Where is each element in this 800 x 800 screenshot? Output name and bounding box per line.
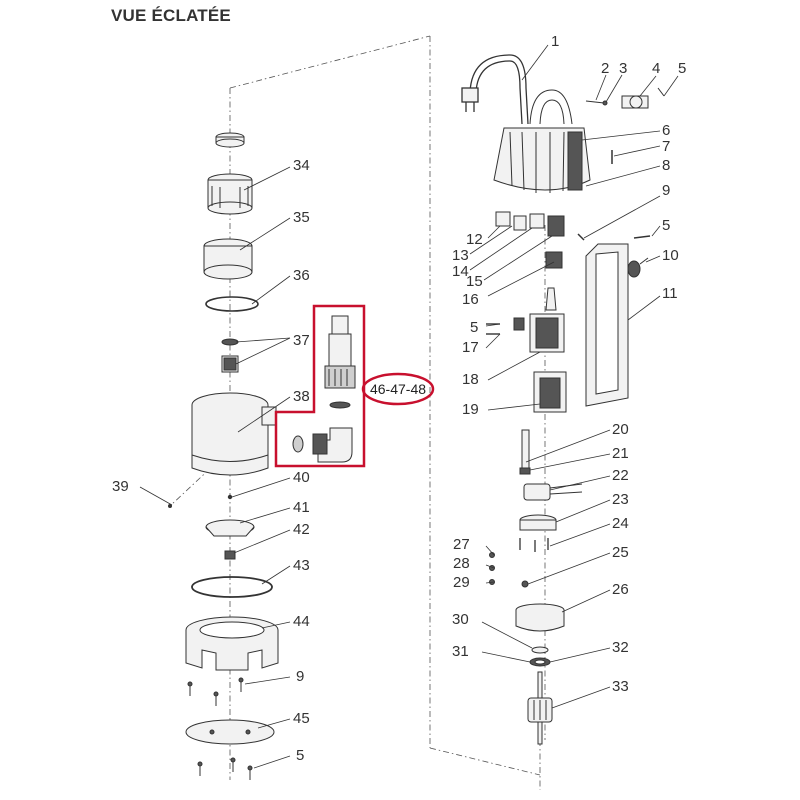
part-label-4: 4 — [652, 60, 660, 77]
part-label-11: 11 — [662, 285, 678, 302]
part-label-22: 22 — [612, 467, 629, 484]
part-9-pin — [577, 233, 585, 241]
part-27-29-small-pieces — [489, 552, 495, 585]
part-label-31: 31 — [452, 643, 469, 660]
part-label-21: 21 — [612, 445, 629, 462]
part-label-5-mid: 5 — [662, 217, 670, 234]
part-label-9-right: 9 — [662, 182, 670, 199]
part-41-impeller — [205, 519, 255, 537]
part-label-13: 13 — [452, 247, 469, 264]
part-label-26: 26 — [612, 581, 629, 598]
part-label-17: 17 — [462, 339, 479, 356]
part-label-7: 7 — [662, 138, 670, 155]
part-label-43: 43 — [293, 557, 310, 574]
part-42-nut — [224, 550, 236, 560]
part-33-rotor — [527, 671, 553, 745]
part-45-bottom-plate — [185, 719, 275, 745]
part-16-block — [545, 251, 563, 269]
part-label-33: 33 — [612, 678, 629, 695]
part-12-15-switch-parts — [495, 211, 565, 237]
part-label-35: 35 — [293, 209, 310, 226]
highlight-circle — [361, 372, 435, 406]
leader-lines — [139, 44, 679, 769]
page-title: VUE ÉCLATÉE — [111, 6, 231, 25]
part-number-labels: 34 35 36 37 38 39 40 41 42 43 44 9 45 5 … — [112, 33, 686, 764]
part-label-12: 12 — [466, 231, 483, 248]
part-9-screws — [187, 677, 244, 706]
part-10-knob — [627, 257, 649, 278]
part-label-39: 39 — [112, 478, 129, 495]
part-label-20: 20 — [612, 421, 629, 438]
part-36-o-ring — [205, 296, 259, 312]
part-38-pump-body — [191, 392, 277, 476]
part-label-18: 18 — [462, 371, 479, 388]
part-35-filter — [203, 238, 253, 280]
part-label-6: 6 — [662, 122, 670, 139]
part-label-30: 30 — [452, 611, 469, 628]
highlight-label: 46-47-48 — [370, 381, 426, 397]
part-label-3: 3 — [619, 60, 627, 77]
part-label-10: 10 — [662, 247, 679, 264]
part-label-14: 14 — [452, 263, 469, 280]
part-label-1: 1 — [551, 33, 559, 50]
part-25-washer — [521, 580, 529, 588]
part-34-coupling — [207, 173, 253, 215]
part-19-float — [533, 371, 567, 413]
part-40-screw — [227, 494, 233, 500]
part-label-44: 44 — [293, 613, 310, 630]
part-label-28: 28 — [453, 555, 470, 572]
part-label-36: 36 — [293, 267, 310, 284]
part-label-5-right: 5 — [470, 319, 478, 336]
part-label-42: 42 — [293, 521, 310, 538]
part-11-handle — [585, 243, 629, 407]
part-label-27: 27 — [453, 536, 470, 553]
highlight-outline — [274, 304, 366, 468]
part-37-valve — [221, 338, 239, 373]
part-label-38: 38 — [293, 388, 310, 405]
part-5-bottom-screws — [197, 757, 253, 780]
part-label-24: 24 — [612, 515, 629, 532]
part-22-capacitor — [523, 483, 583, 501]
part-23-carrier — [519, 514, 557, 531]
part-label-29: 29 — [453, 574, 470, 591]
part-label-9-left: 9 — [296, 668, 304, 685]
part-label-32: 32 — [612, 639, 629, 656]
part-8-housing — [493, 89, 591, 193]
part-39-screw — [168, 504, 172, 508]
part-1-cable-plug — [461, 54, 529, 125]
part-label-16: 16 — [462, 291, 479, 308]
part-26-motor-cover — [515, 603, 565, 632]
part-label-37: 37 — [293, 332, 310, 349]
part-label-23: 23 — [612, 491, 629, 508]
highlighted-parts-46-47-48 — [274, 304, 366, 468]
part-24-screws — [519, 538, 549, 552]
part-label-25: 25 — [612, 544, 629, 561]
part-30-32-seals — [529, 646, 551, 667]
part-label-41: 41 — [293, 499, 310, 516]
part-label-5-bottom: 5 — [296, 747, 304, 764]
part-label-2: 2 — [601, 60, 609, 77]
part-label-8: 8 — [662, 157, 670, 174]
part-5-screw-right — [633, 235, 651, 239]
part-43-o-ring — [191, 576, 273, 598]
part-label-34: 34 — [293, 157, 310, 174]
part-label-5-top: 5 — [678, 60, 686, 77]
part-label-15: 15 — [466, 273, 483, 290]
part-2-3-4-float-pin — [585, 87, 665, 109]
part-20-shaft — [521, 429, 530, 471]
part-label-45: 45 — [293, 710, 310, 727]
part-label-19: 19 — [462, 401, 479, 418]
part-21-spacer — [519, 467, 531, 475]
part-18-switch-housing — [513, 287, 565, 353]
part-label-40: 40 — [293, 469, 310, 486]
part-44-base — [185, 616, 279, 671]
part-34-ring — [215, 132, 245, 148]
